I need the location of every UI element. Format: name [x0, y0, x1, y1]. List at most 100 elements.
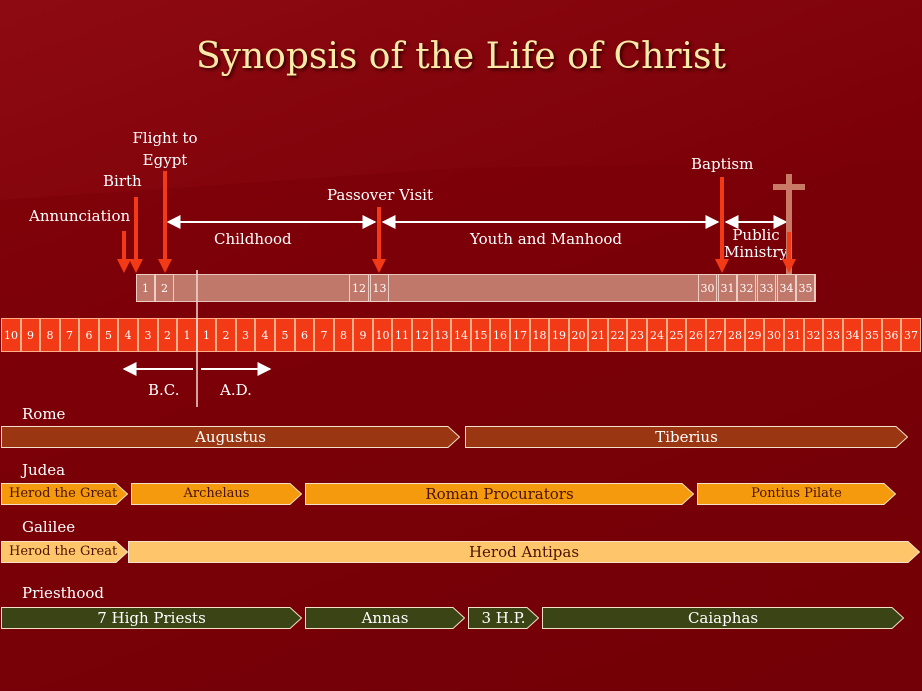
year-cell-ad: 24 — [647, 318, 667, 352]
band-label: Roman Procurators — [425, 485, 574, 503]
year-cell-ad: 13 — [432, 318, 451, 352]
band-label: Tiberius — [655, 428, 718, 446]
band-label: Archelaus — [183, 486, 250, 501]
ruler-band: Pontius Pilate — [697, 483, 896, 505]
year-cell-ad: 11 — [392, 318, 412, 352]
baptism-label: Baptism — [691, 155, 754, 173]
year-cell-bc: 10 — [1, 318, 21, 352]
bc-label: B.C. — [148, 381, 180, 399]
year-cell-ad: 23 — [627, 318, 647, 352]
year-cell-ad: 16 — [490, 318, 510, 352]
year-cell-ad: 25 — [667, 318, 686, 352]
year-cell-ad: 26 — [686, 318, 706, 352]
age-cell: 33 — [757, 274, 776, 302]
age-cell: 31 — [718, 274, 737, 302]
ruler-band: 3 H.P. — [468, 607, 539, 629]
year-cell-ad: 35 — [862, 318, 882, 352]
year-cell-ad: 33 — [823, 318, 843, 352]
year-cell-ad: 20 — [569, 318, 588, 352]
year-cell-ad: 15 — [471, 318, 490, 352]
row-label-judea: Judea — [22, 461, 66, 479]
year-cell-ad: 8 — [334, 318, 353, 352]
year-cell-ad: 27 — [706, 318, 725, 352]
year-cell-ad: 31 — [784, 318, 804, 352]
age-cell: 34 — [777, 274, 796, 302]
ad-label: A.D. — [220, 381, 252, 399]
year-cell-ad: 17 — [510, 318, 530, 352]
passover-arrow — [372, 207, 386, 273]
row-label-galilee: Galilee — [22, 518, 76, 536]
age-cell: 1 — [136, 274, 155, 302]
year-cell-ad: 34 — [843, 318, 862, 352]
band-label: Annas — [361, 609, 409, 627]
year-cell-bc: 7 — [60, 318, 79, 352]
year-cell-ad: 28 — [725, 318, 745, 352]
year-cell-bc: 2 — [158, 318, 177, 352]
year-cell-ad: 21 — [588, 318, 608, 352]
band-label: Caiaphas — [687, 609, 759, 627]
childhood-label: Childhood — [214, 230, 292, 248]
page-title: Synopsis of the Life of Christ — [196, 36, 726, 77]
year-cell-ad: 9 — [353, 318, 373, 352]
age-cell: 35 — [796, 274, 815, 302]
flight-to-egypt-label: Flight to Egypt — [132, 129, 198, 169]
year-cell-ad: 2 — [216, 318, 236, 352]
ruler-band: Herod Antipas — [128, 541, 920, 563]
passover-visit-label: Passover Visit — [327, 186, 433, 204]
year-cell-ad: 7 — [314, 318, 334, 352]
year-cell-bc: 9 — [21, 318, 40, 352]
ruler-band: Archelaus — [131, 483, 302, 505]
year-cell-ad: 4 — [255, 318, 275, 352]
year-cell-ad: 22 — [608, 318, 627, 352]
year-cell-bc: 4 — [118, 318, 138, 352]
year-cell-ad: 14 — [451, 318, 471, 352]
year-cell-ad: 29 — [745, 318, 764, 352]
youth-label: Youth and Manhood — [470, 230, 623, 248]
band-label: Herod Antipas — [468, 543, 580, 561]
annunciation-label: Annunciation — [29, 207, 131, 225]
ruler-band: Caiaphas — [542, 607, 904, 629]
row-label-rome: Rome — [22, 405, 66, 423]
ruler-band: Augustus — [1, 426, 460, 448]
row-label-priesthood: Priesthood — [22, 584, 104, 602]
ruler-band: 7 High Priests — [1, 607, 302, 629]
ruler-band: Herod the Great — [1, 541, 128, 563]
year-cell-bc: 8 — [40, 318, 60, 352]
band-label: Pontius Pilate — [751, 486, 842, 501]
band-label: Herod the Great — [9, 486, 118, 501]
year-cell-ad: 37 — [901, 318, 921, 352]
age-cell: 13 — [370, 274, 389, 302]
band-label: 7 High Priests — [97, 609, 206, 627]
year-cell-ad: 32 — [804, 318, 823, 352]
year-cell-bc: 6 — [79, 318, 99, 352]
birth-arrow — [129, 197, 143, 273]
year-cell-ad: 18 — [530, 318, 549, 352]
annunciation-arrow — [117, 231, 131, 273]
flight-arrow — [158, 171, 172, 273]
ruler-band: Annas — [305, 607, 465, 629]
ruler-band: Tiberius — [465, 426, 908, 448]
ruler-band: Roman Procurators — [305, 483, 694, 505]
age-cell: 32 — [737, 274, 756, 302]
year-cell-ad: 3 — [236, 318, 255, 352]
birth-label: Birth — [103, 172, 142, 190]
band-label: 3 H.P. — [481, 609, 526, 627]
year-cell-ad: 30 — [764, 318, 784, 352]
year-cell-ad: 12 — [412, 318, 432, 352]
cross-icon — [773, 174, 805, 274]
year-cell-bc: 3 — [138, 318, 158, 352]
age-cell: 30 — [698, 274, 717, 302]
year-cell-ad: 5 — [275, 318, 295, 352]
age-cell: 2 — [155, 274, 174, 302]
ruler-band: Herod the Great — [1, 483, 128, 505]
baptism-arrow — [715, 177, 729, 273]
crucifixion-arrow — [782, 232, 796, 273]
band-label: Augustus — [195, 428, 266, 446]
year-cell-ad: 10 — [373, 318, 392, 352]
band-label: Herod the Great — [9, 544, 118, 559]
public-ministry-label: Public Ministry — [724, 226, 788, 261]
year-cell-ad: 6 — [295, 318, 314, 352]
year-cell-ad: 36 — [882, 318, 901, 352]
